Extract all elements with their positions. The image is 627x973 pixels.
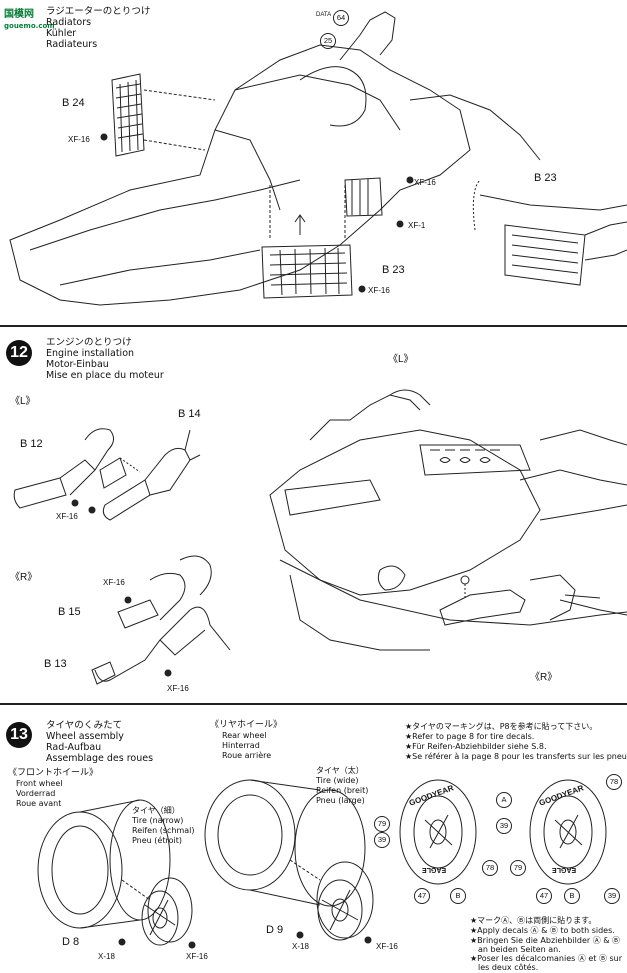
watermark-text: 国模网 <box>4 9 34 20</box>
part-d9-label: D 9 <box>266 924 284 936</box>
data-label: DATA <box>316 12 332 18</box>
decal-B-a-circle: B <box>450 888 466 904</box>
xf1-label: XF-1 <box>408 221 426 230</box>
decal-39-b-circle: 39 <box>496 818 512 834</box>
decal-79-b-circle: 79 <box>510 860 526 876</box>
rear-tire-fr: Pneu (large) <box>316 796 365 805</box>
front-wheel-tag: 《フロントホイール》 <box>8 768 99 778</box>
x18-label-front: X-18 <box>98 952 115 961</box>
step-13-title-fr: Assemblage des roues <box>46 753 154 764</box>
decal-47-a-circle: 47 <box>414 888 430 904</box>
front-tire-fr: Pneu (étroit) <box>132 836 182 845</box>
step-12-title-de: Motor-Einbau <box>46 359 109 370</box>
apply-note-fr-1: ★Poser les décalcomanies Ⓐ et Ⓑ sur <box>470 954 623 963</box>
front-wheel-de: Vorderrad <box>16 789 56 798</box>
tire-sub-2: EAGLE <box>552 866 577 873</box>
decal-B-b-circle: B <box>564 888 580 904</box>
step-13-title-de: Rad-Aufbau <box>46 742 102 753</box>
step-12-title-ja: エンジンのとりつけ <box>46 337 132 348</box>
decal-64-circle: 64 <box>333 10 349 26</box>
rear-wheel-en: Rear wheel <box>222 731 267 740</box>
step-11-title-fr: Radiateurs <box>46 39 98 50</box>
front-tire-en: Tire (narrow) <box>132 816 184 825</box>
tire-sub-1: EAGLE <box>422 866 447 873</box>
step-13-title-ja: タイヤのくみたて <box>46 720 123 731</box>
decal-47-b-circle: 47 <box>536 888 552 904</box>
part-b15-label: B 15 <box>58 606 81 618</box>
front-tire-de: Reifen (schmal) <box>132 826 195 835</box>
xf16-label-c: XF-16 <box>368 286 390 295</box>
part-b24-label: B 24 <box>62 97 85 109</box>
rear-tire-ja: タイヤ（太） <box>316 766 364 775</box>
front-wheel-fr: Roue avant <box>16 799 62 808</box>
decal-39-c-circle: 39 <box>604 888 620 904</box>
left-side-tag: 《L》 <box>10 396 36 407</box>
step-13-title-en: Wheel assembly <box>46 731 124 742</box>
decal-note-de: ★Für Reifen-Abziehbilder siehe S.8. <box>405 742 547 751</box>
step-11-title-en: Radiators <box>46 17 92 28</box>
apply-note-fr-2: les deux côtés. <box>478 963 539 972</box>
xf16-label-d: XF-16 <box>56 512 78 521</box>
decal-note-en: ★Refer to page 8 for tire decals. <box>405 732 535 741</box>
engine-right-tag: 《R》 <box>530 672 558 683</box>
apply-note-ja: ★マークⒶ、Ⓑは両側に貼ります。 <box>470 916 597 925</box>
part-b23-label: B 23 <box>382 264 405 276</box>
decal-79-a-circle: 79 <box>374 816 390 832</box>
front-wheel-en: Front wheel <box>16 779 63 788</box>
rear-tire-de: Reifen (breit) <box>316 786 369 795</box>
xf16-label-front: XF-16 <box>186 952 208 961</box>
rear-tire-en: Tire (wide) <box>316 776 359 785</box>
rear-wheel-fr: Roue arrière <box>222 751 272 760</box>
x18-label-rear: X-18 <box>292 942 309 951</box>
step-11-title-ja: ラジエーターのとりつけ <box>46 6 151 17</box>
decal-note-ja: ★タイヤのマーキングは、P8を参考に貼って下さい。 <box>405 722 598 731</box>
step-11-title-de: Kühler <box>46 28 77 39</box>
rear-wheel-de: Hinterrad <box>222 741 260 750</box>
right-side-tag: 《R》 <box>10 572 38 583</box>
decal-78-mid-circle: 78 <box>482 860 498 876</box>
xf16-label-rear: XF-16 <box>376 942 398 951</box>
apply-note-en: ★Apply decals Ⓐ & Ⓑ to both sides. <box>470 926 615 935</box>
part-d8-label: D 8 <box>62 936 80 948</box>
part-b13-label: B 13 <box>44 658 67 670</box>
part-b14-label: B 14 <box>178 408 201 420</box>
step-12-title-fr: Mise en place du moteur <box>46 370 164 381</box>
step-12-title-en: Engine installation <box>46 348 135 359</box>
step-12-number: 12 <box>6 340 32 366</box>
decal-78-top-circle: 78 <box>606 774 622 790</box>
watermark-logo: 国模网 gouemo.com <box>4 5 55 31</box>
part-b12-label: B 12 <box>20 438 43 450</box>
xf16-label-b: XF-16 <box>414 178 436 187</box>
xf16-label-a: XF-16 <box>68 135 90 144</box>
decal-note-fr: ★Se référer à la page 8 pour les transfe… <box>405 752 627 761</box>
xf16-label-e: XF-16 <box>103 578 125 587</box>
xf16-label-f: XF-16 <box>167 684 189 693</box>
step-13-number: 13 <box>6 722 32 748</box>
rear-wheel-tag: 《リヤホイール》 <box>210 720 283 730</box>
decal-39-a-circle: 39 <box>374 832 390 848</box>
dividers <box>0 325 627 705</box>
front-tire-ja: タイヤ（細） <box>132 806 180 815</box>
part-b23-inset-label: B 23 <box>534 172 557 184</box>
apply-note-de-2: an beiden Seiten an. <box>478 945 561 954</box>
watermark-sub: gouemo.com <box>4 22 55 30</box>
decal-A-circle: A <box>496 792 512 808</box>
engine-left-tag: 《L》 <box>388 354 414 365</box>
apply-note-de-1: ★Bringen Sie die Abziehbilder Ⓐ & Ⓑ <box>470 936 621 945</box>
